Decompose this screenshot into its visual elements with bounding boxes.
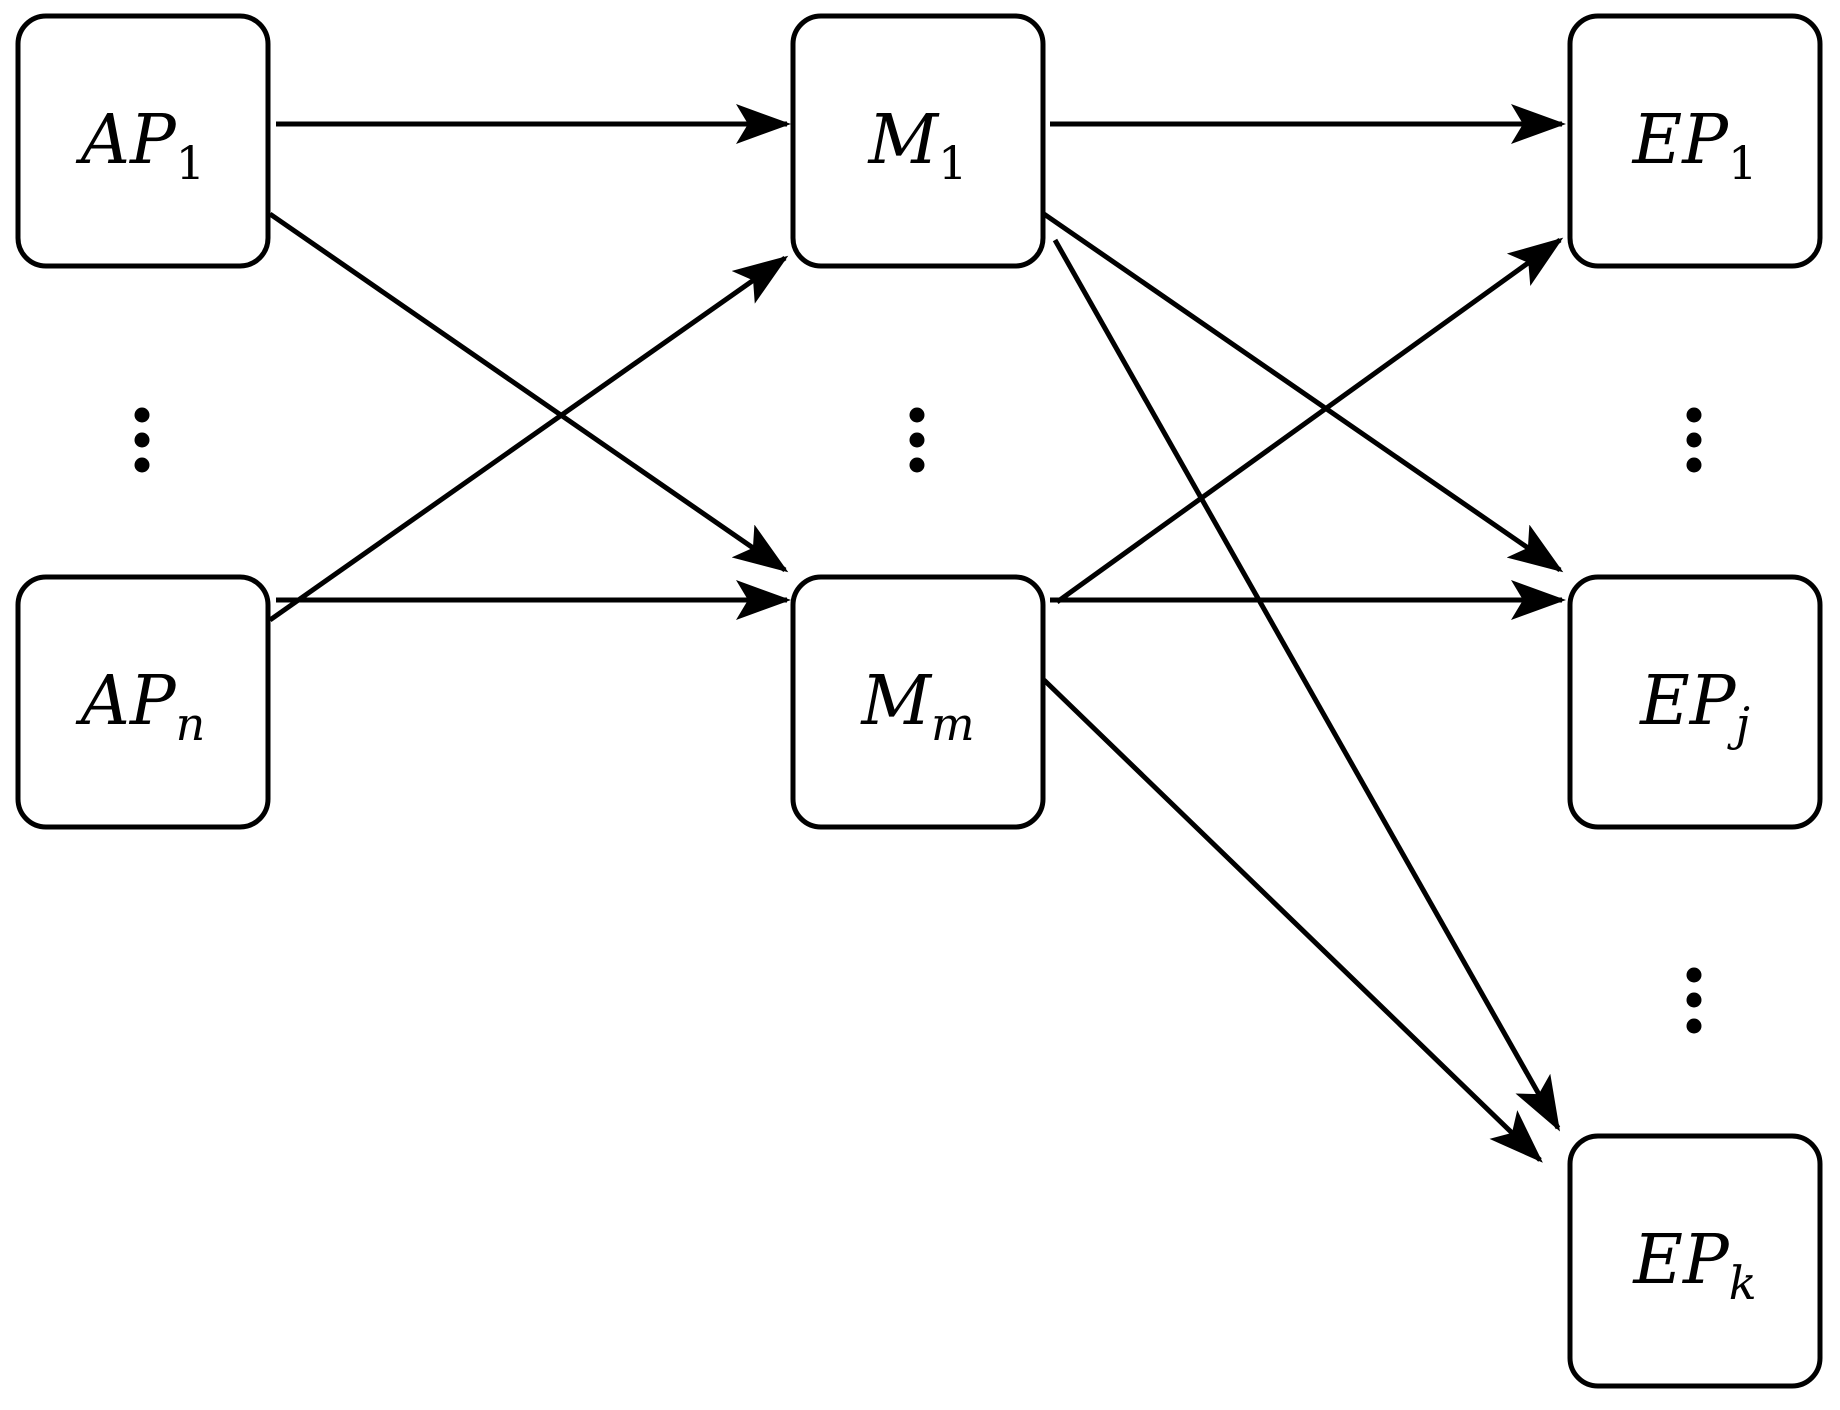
ellipsis-dot [1686,432,1702,448]
ellipsis-dot [1686,967,1702,983]
node-epj-label: EPj [1638,662,1750,752]
node-mm[interactable]: Mm [790,574,1046,830]
node-mm-box[interactable] [790,574,1046,830]
node-ep1-box[interactable] [1567,13,1823,269]
ellipsis-ap-column [134,407,150,473]
node-m1[interactable]: M1 [790,13,1046,269]
ellipsis-dot [909,457,925,473]
node-ep1-label: EP1 [1631,101,1758,191]
ellipsis-ep-column-top [1686,407,1702,473]
ellipsis-dot [1686,1018,1702,1034]
ellipsis-dot [1686,457,1702,473]
edge-mm-to-epk[interactable] [1042,678,1543,1163]
ellipsis-dot [134,407,150,423]
edge-group-ap-to-m [268,104,792,623]
ellipsis-ep-column-bottom [1686,967,1702,1034]
node-apn-label: APn [75,662,206,752]
ellipsis-m-column [909,407,925,473]
node-epk[interactable]: EPk [1567,1133,1823,1389]
node-epk-box[interactable] [1567,1133,1823,1389]
ellipsis-dot [134,457,150,473]
ellipsis-dot [1686,992,1702,1008]
node-epj-box[interactable] [1567,574,1823,830]
node-apn[interactable]: APn [15,574,271,830]
node-mm-label: Mm [859,662,974,752]
edge-mm-to-ep1[interactable] [1055,237,1564,605]
node-ap1-label: AP1 [75,101,205,191]
edge-m1-to-epj[interactable] [1042,211,1564,573]
node-ep1[interactable]: EP1 [1567,13,1823,269]
node-m1-label: M1 [867,101,968,191]
edge-group-m-to-ep [1042,104,1567,1163]
ellipsis-dot [909,432,925,448]
node-ap1[interactable]: AP1 [15,13,271,269]
ellipsis-dot [1686,407,1702,423]
node-epj[interactable]: EPj [1567,574,1823,830]
edge-apn-to-m1[interactable] [268,255,789,623]
edge-ap1-to-mm[interactable] [268,211,789,573]
node-epk-label: EPk [1631,1221,1756,1311]
node-apn-box[interactable] [15,574,271,830]
ellipsis-dot [134,432,150,448]
edge-m1-to-epk[interactable] [1052,238,1561,1132]
ellipsis-dot [909,407,925,423]
node-m1-box[interactable] [790,13,1046,269]
node-ap1-box[interactable] [15,13,271,269]
